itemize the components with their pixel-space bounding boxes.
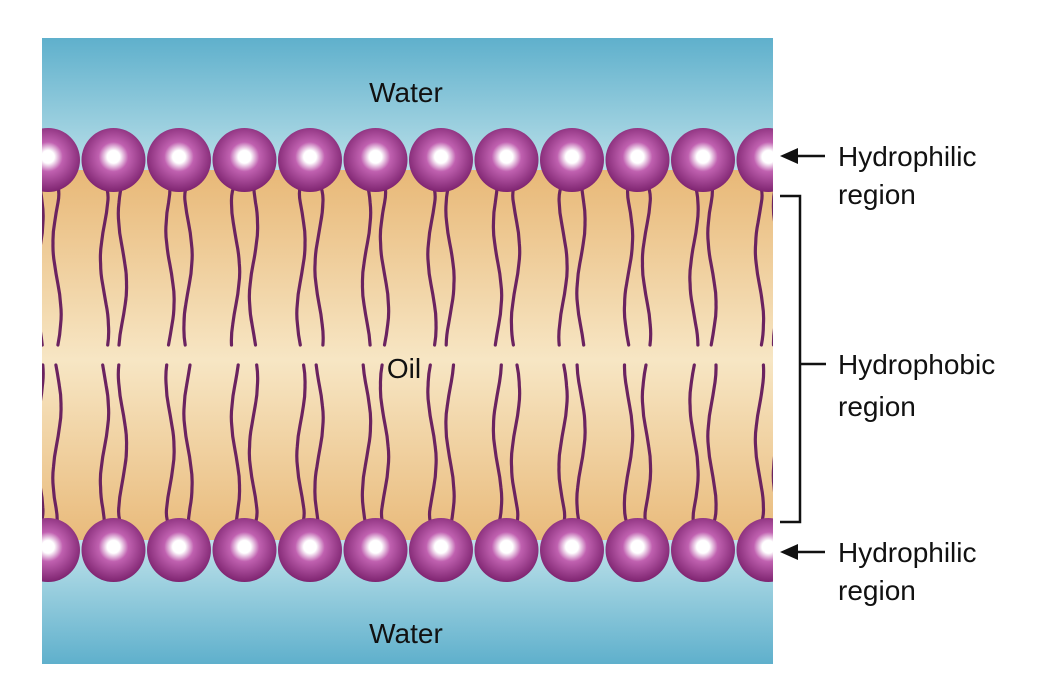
phospholipid-head — [278, 518, 342, 582]
phospholipid-head — [16, 518, 80, 582]
phospholipid-head — [82, 128, 146, 192]
arrow-left-icon — [780, 148, 825, 164]
phospholipid-head — [671, 128, 735, 192]
membrane-panel — [16, 38, 801, 664]
bracket-icon — [780, 196, 826, 522]
phospholipid-head — [671, 518, 735, 582]
phospholipid-head — [344, 518, 408, 582]
phospholipid-head — [606, 518, 670, 582]
phospholipid-head — [16, 128, 80, 192]
phospholipid-head — [409, 518, 473, 582]
lipid-tail — [35, 182, 43, 345]
phospholipid-head — [540, 128, 604, 192]
hydrophilic-bottom-label-line1: Hydrophilic — [838, 537, 977, 568]
phospholipid-head — [475, 518, 539, 582]
phospholipid-head — [540, 518, 604, 582]
arrow-left-icon — [780, 544, 825, 560]
water-top-label: Water — [369, 77, 443, 108]
hydrophobic-label-line2: region — [838, 391, 916, 422]
oil-label: Oil — [387, 353, 421, 384]
phospholipid-head — [82, 518, 146, 582]
phospholipid-head — [213, 128, 277, 192]
hydrophilic-top-label-line2: region — [838, 179, 916, 210]
lipid-tail — [35, 365, 43, 528]
hydrophilic-top-label-line1: Hydrophilic — [838, 141, 977, 172]
hydrophobic-label-line1: Hydrophobic — [838, 349, 995, 380]
phospholipid-head — [409, 128, 473, 192]
phospholipid-head — [147, 128, 211, 192]
phospholipid-head — [475, 128, 539, 192]
phospholipid-head — [606, 128, 670, 192]
lipid-tail — [773, 365, 781, 528]
phospholipid-head — [147, 518, 211, 582]
phospholipid-head — [213, 518, 277, 582]
water-bottom-label: Water — [369, 618, 443, 649]
phospholipid-head — [278, 128, 342, 192]
phospholipid-head — [344, 128, 408, 192]
hydrophilic-bottom-label-line2: region — [838, 575, 916, 606]
lipid-tail — [773, 182, 781, 345]
